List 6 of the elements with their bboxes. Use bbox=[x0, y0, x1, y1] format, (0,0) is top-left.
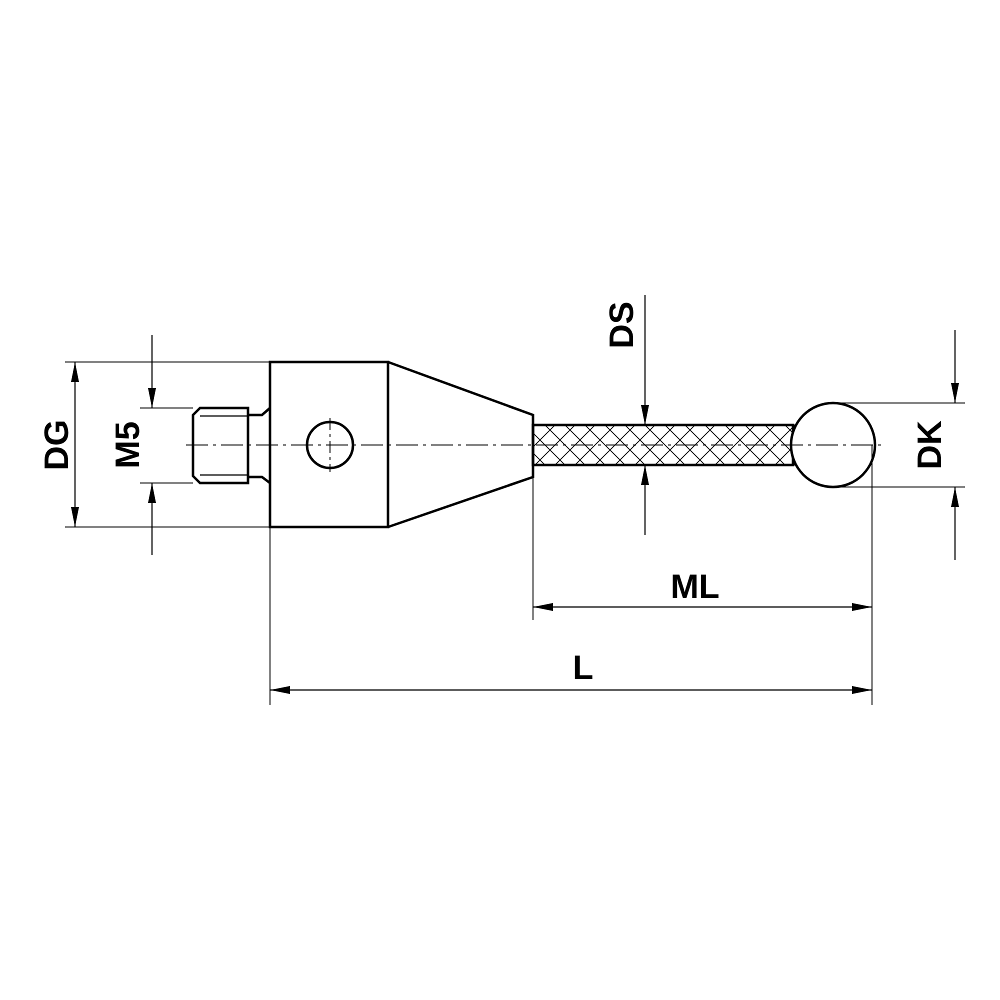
dimension-label: L bbox=[572, 651, 594, 685]
dimension-label: ML bbox=[670, 570, 720, 604]
dimension-label: DG bbox=[40, 420, 74, 470]
dimension-label: DS bbox=[605, 301, 639, 349]
dimension-label: M5 bbox=[111, 421, 145, 469]
dimension-label: DK bbox=[913, 420, 947, 470]
